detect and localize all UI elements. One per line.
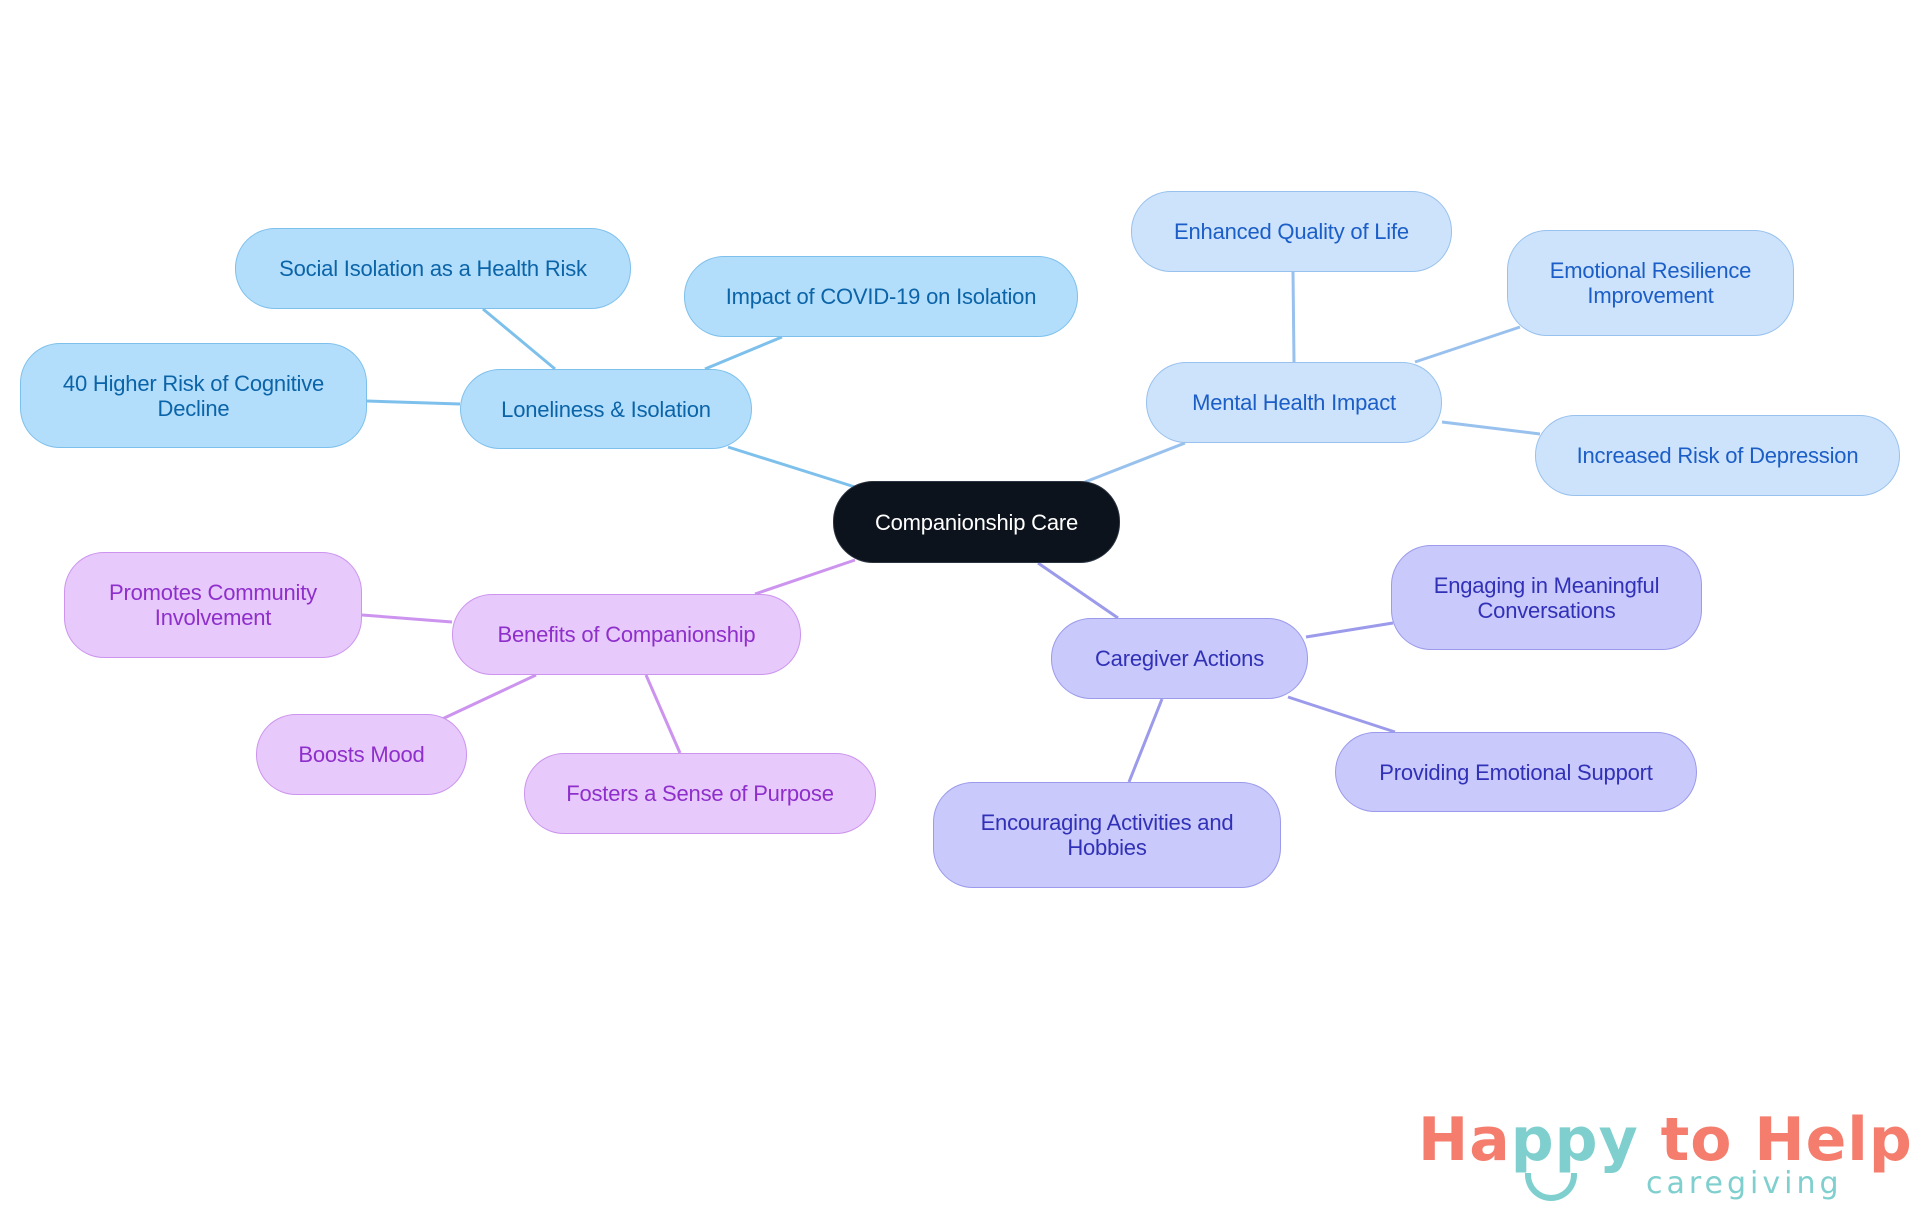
- leaf-node-cognitive-decline[interactable]: 40 Higher Risk of Cognitive Decline: [20, 343, 367, 448]
- edge-caregiver-support: [1287, 695, 1396, 734]
- edge-mental-quality: [1291, 271, 1296, 363]
- node-label: Fosters a Sense of Purpose: [566, 781, 834, 806]
- leaf-node-covid-isolation[interactable]: Impact of COVID-19 on Isolation: [684, 256, 1078, 337]
- node-label: Impact of COVID-19 on Isolation: [725, 284, 1037, 309]
- edge-benefits-community: [361, 613, 453, 624]
- edge-benefits-purpose: [644, 674, 682, 754]
- leaf-node-quality-of-life[interactable]: Enhanced Quality of Life: [1131, 191, 1452, 272]
- node-label: Providing Emotional Support: [1379, 759, 1653, 785]
- edge-root-benefits: [754, 558, 856, 596]
- edge-mental-resilience: [1414, 325, 1521, 364]
- edge-caregiver-activities: [1127, 698, 1164, 783]
- node-label: Social Isolation as a Health Risk: [279, 256, 587, 281]
- leaf-node-emotional-support[interactable]: Providing Emotional Support: [1335, 732, 1697, 812]
- edge-caregiver-conversations: [1305, 621, 1394, 639]
- node-label: Promotes Community Involvement: [109, 580, 317, 630]
- edge-loneliness-cognitive: [366, 399, 461, 406]
- root-node-label: Companionship Care: [874, 509, 1079, 535]
- branch-node-caregiver-actions[interactable]: Caregiver Actions: [1051, 618, 1308, 699]
- node-label: Benefits of Companionship: [497, 622, 756, 647]
- edge-root-loneliness: [727, 445, 856, 489]
- leaf-node-emotional-resilience[interactable]: Emotional Resilience Improvement: [1507, 230, 1794, 336]
- edge-root-mental: [1084, 441, 1186, 484]
- leaf-node-activities-hobbies[interactable]: Encouraging Activities and Hobbies: [933, 782, 1281, 888]
- root-node-companionship-care[interactable]: Companionship Care: [833, 481, 1120, 563]
- node-label: Mental Health Impact: [1192, 390, 1396, 415]
- smile-icon: [1525, 1173, 1577, 1201]
- edge-benefits-mood: [439, 673, 537, 722]
- branch-node-benefits-of-companionship[interactable]: Benefits of Companionship: [452, 594, 801, 675]
- leaf-node-depression-risk[interactable]: Increased Risk of Depression: [1535, 415, 1900, 496]
- node-label: Engaging in Meaningful Conversations: [1433, 572, 1660, 623]
- branch-node-loneliness-isolation[interactable]: Loneliness & Isolation: [460, 369, 752, 449]
- branch-node-mental-health-impact[interactable]: Mental Health Impact: [1146, 362, 1442, 443]
- leaf-node-social-isolation[interactable]: Social Isolation as a Health Risk: [235, 228, 631, 309]
- logo-wordmark: Happy to Help: [1418, 1105, 1913, 1175]
- node-label: Caregiver Actions: [1094, 646, 1264, 671]
- logo-text-ppy: ppy: [1510, 1105, 1639, 1175]
- leaf-node-community-involvement[interactable]: Promotes Community Involvement: [64, 552, 362, 658]
- edge-loneliness-covid: [704, 335, 783, 371]
- node-label: Encouraging Activities and Hobbies: [980, 810, 1234, 860]
- logo-text-ha: Ha: [1418, 1105, 1511, 1175]
- node-label: Loneliness & Isolation: [501, 396, 711, 422]
- leaf-node-boosts-mood[interactable]: Boosts Mood: [256, 714, 467, 795]
- node-label: Enhanced Quality of Life: [1174, 219, 1409, 244]
- leaf-node-meaningful-conversations[interactable]: Engaging in Meaningful Conversations: [1391, 545, 1702, 650]
- node-label: Increased Risk of Depression: [1576, 443, 1859, 468]
- edge-loneliness-social: [482, 307, 556, 371]
- node-label: Boosts Mood: [298, 742, 425, 767]
- edge-mental-depression: [1441, 420, 1541, 436]
- node-label: 40 Higher Risk of Cognitive Decline: [62, 370, 325, 421]
- leaf-node-sense-of-purpose[interactable]: Fosters a Sense of Purpose: [524, 753, 876, 834]
- logo-text-to-help: to Help: [1638, 1105, 1913, 1175]
- happy-to-help-logo: Happy to Help caregiving: [1418, 1105, 1912, 1205]
- edge-root-caregiver: [1037, 561, 1119, 620]
- node-label: Emotional Resilience Improvement: [1549, 258, 1752, 308]
- logo-subtitle: caregiving: [1646, 1166, 1843, 1201]
